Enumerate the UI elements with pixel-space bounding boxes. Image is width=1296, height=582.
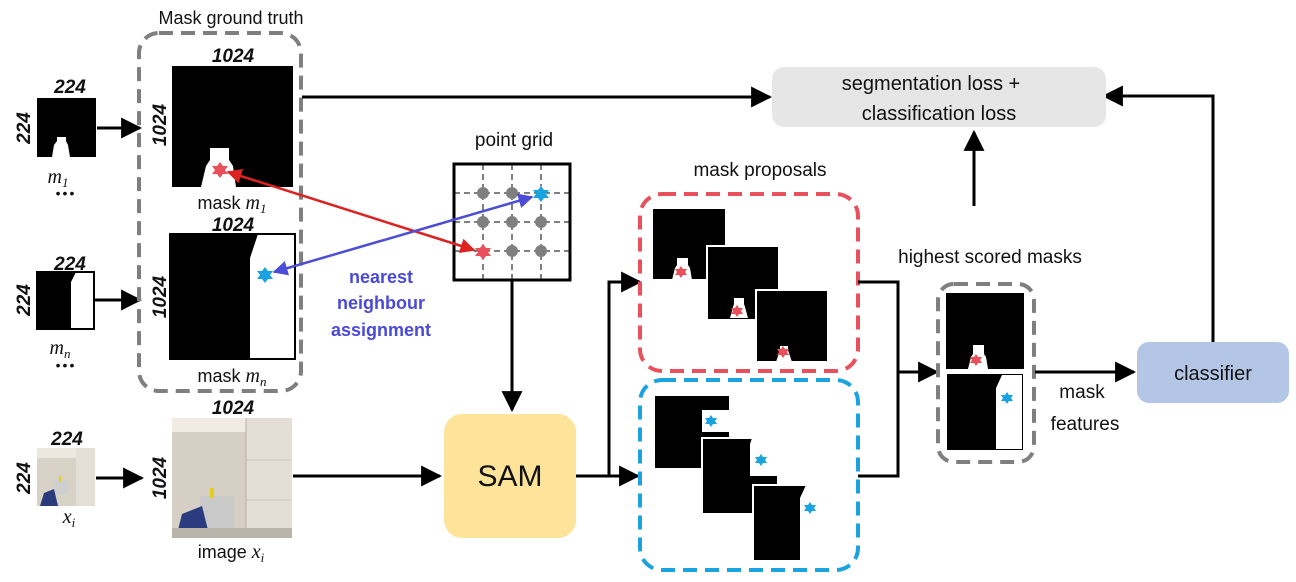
ellipsis-dots-2: ••• <box>56 357 77 373</box>
large-image-xi <box>172 418 292 538</box>
point-grid <box>452 162 572 282</box>
label-mask-mn: mask mn <box>198 365 267 389</box>
label-mn: mn <box>50 337 71 361</box>
arrow-sam-to-red-proposals <box>576 271 643 478</box>
small-image-xi <box>37 448 95 506</box>
small-image-xi-group: 224 224 xi <box>14 429 95 530</box>
sam-label: SAM <box>477 460 542 493</box>
blue-star-marker-mn <box>257 267 273 283</box>
red-proposal-masks <box>651 207 829 363</box>
red-star-marker-m1 <box>212 162 228 178</box>
size-label-1024-top3: 1024 <box>212 398 255 419</box>
arrow-blue-to-selected <box>858 372 900 478</box>
small-mask-m1-object <box>52 137 70 157</box>
size-label-224-top3: 224 <box>50 429 83 450</box>
size-label-1024-top2: 1024 <box>212 215 255 236</box>
ellipsis-dots-1: ••• <box>56 185 77 201</box>
size-label-1024-side1: 1024 <box>150 103 171 146</box>
arrow-classifier-to-loss <box>1101 85 1215 342</box>
highest-scored-title: highest scored masks <box>898 247 1082 268</box>
nearest-line1: nearest <box>349 267 413 287</box>
blue-star-marker-grid <box>533 186 549 202</box>
sam-box <box>444 414 576 538</box>
blue-assignment-arrow <box>272 193 534 276</box>
mask-ground-truth-title: Mask ground truth <box>158 8 303 28</box>
selected-masks <box>945 293 1025 452</box>
large-image-xi-group: 1024 1024 image xi <box>150 398 292 565</box>
loss-label-line1: segmentation loss + <box>842 73 1020 95</box>
blue-proposal-masks <box>653 394 830 562</box>
arrow-red-to-selected <box>858 280 940 383</box>
classifier-box <box>1137 342 1289 403</box>
blue-proposals-box <box>638 378 860 572</box>
size-label-224-side1: 224 <box>14 112 35 145</box>
nearest-line2: neighbour <box>337 293 425 313</box>
classifier-label: classifier <box>1174 363 1252 385</box>
mask-features-line2: features <box>1051 414 1120 435</box>
mask-features-line1: mask <box>1059 382 1105 403</box>
large-mask-mn-object <box>250 234 295 359</box>
small-mask-mn-object <box>71 272 94 329</box>
loss-label-line2: classification loss <box>862 103 1017 125</box>
point-grid-title: point grid <box>475 130 553 151</box>
label-m1: m1 <box>48 166 69 190</box>
size-label-224-top1: 224 <box>53 77 86 98</box>
nearest-line3: assignment <box>331 320 431 340</box>
highest-scored-box <box>936 282 1036 464</box>
loss-box <box>772 67 1106 127</box>
mask-proposals-title: mask proposals <box>693 160 826 181</box>
size-label-224-side2: 224 <box>14 284 35 317</box>
label-image-xi: image xi <box>198 541 265 565</box>
large-mask-m1-group: 1024 1024 mask m1 <box>150 46 293 216</box>
label-mask-m1: mask m1 <box>198 192 267 216</box>
size-label-1024-top1: 1024 <box>212 46 255 67</box>
label-xi: xi <box>62 506 76 530</box>
size-label-224-side3: 224 <box>14 462 35 495</box>
small-mask-m1-group: 224 224 m1 ••• <box>14 77 96 201</box>
nearest-neighbour-label: nearest neighbour assignment <box>331 267 431 340</box>
small-mask-mn-group: 224 224 mn ••• <box>14 254 95 373</box>
size-label-224-top2: 224 <box>53 254 86 275</box>
large-mask-mn-group: 1024 1024 mask mn <box>150 215 296 389</box>
size-label-1024-side3: 1024 <box>150 456 171 499</box>
size-label-1024-side2: 1024 <box>150 275 171 318</box>
